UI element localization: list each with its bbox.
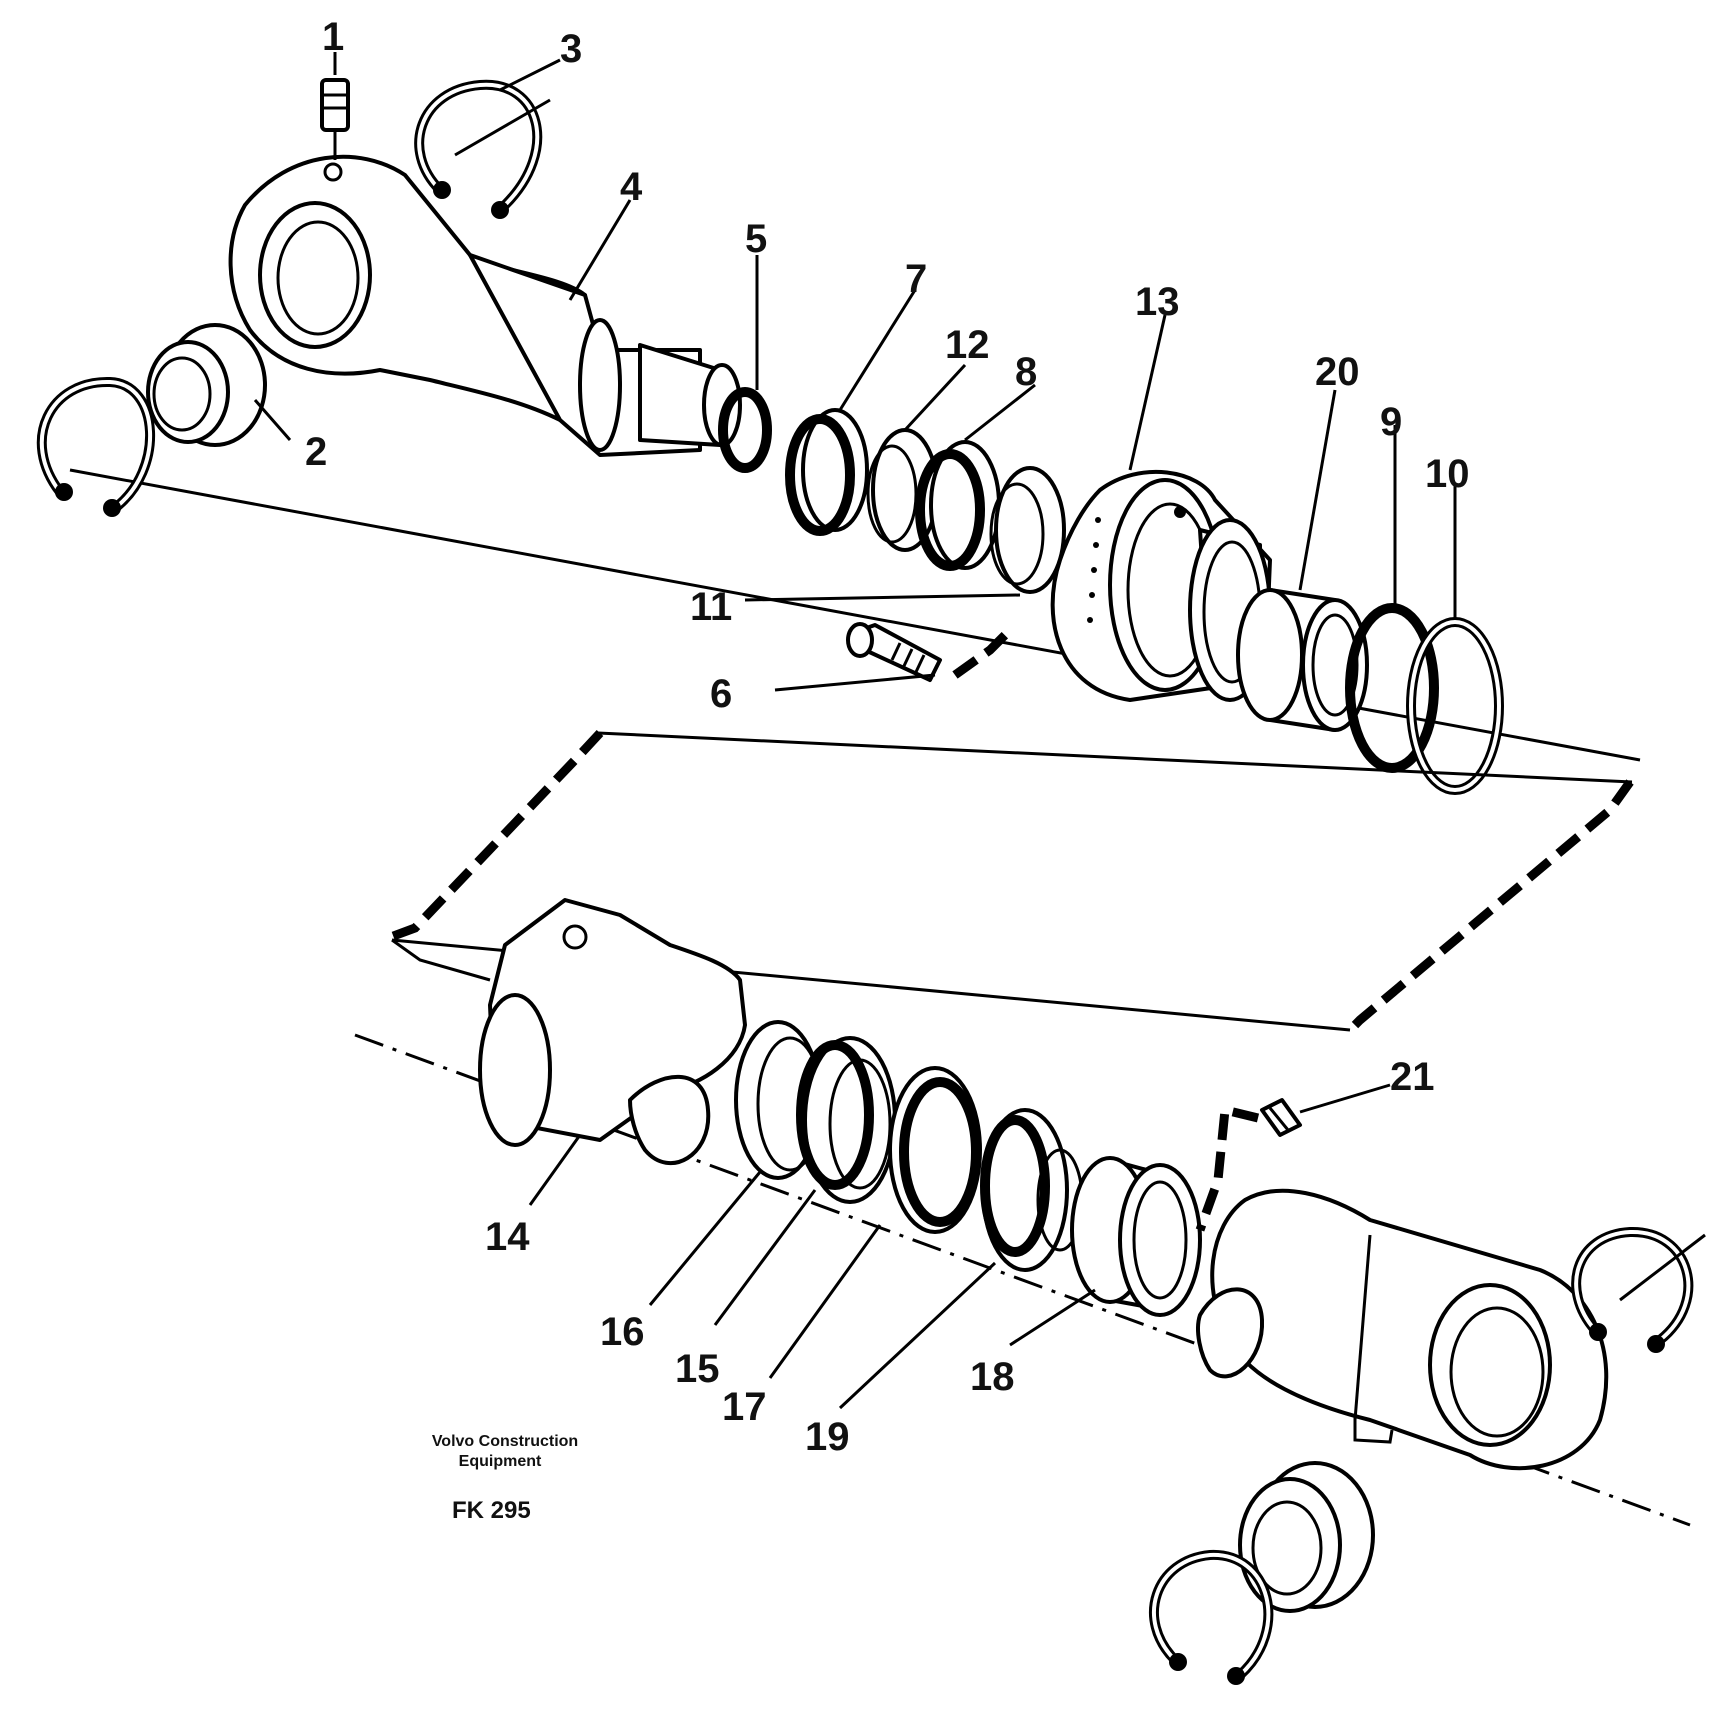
caption-line-2: Equipment [459, 1453, 542, 1470]
assembly-connector [386, 729, 1634, 1034]
retaining-ring-lower [1148, 1549, 1274, 1685]
o-ring-5 [718, 387, 772, 473]
callout-11: 11 [690, 585, 732, 629]
bushing-18 [1070, 1156, 1202, 1317]
callout-16: 16 [600, 1310, 645, 1354]
seal-9 [1345, 603, 1439, 773]
callout-10: 10 [1425, 452, 1470, 496]
cylinder-tube-eye [1196, 1188, 1609, 1471]
callout-3: 3 [560, 27, 582, 71]
callout-21: 21 [1390, 1055, 1435, 1099]
ring-11 [989, 466, 1066, 594]
piston-rod-eye [228, 154, 742, 457]
seal-8 [915, 440, 1001, 571]
connector-corner [391, 938, 491, 982]
callout-7: 7 [905, 257, 927, 301]
caption-line-1: Volvo Construction [432, 1433, 578, 1450]
figure-code: FK 295 [452, 1497, 531, 1524]
spherical-bearing-lower [1238, 1461, 1375, 1613]
callout-13: 13 [1135, 280, 1180, 324]
callout-18: 18 [970, 1355, 1015, 1399]
leader-lines [253, 52, 1457, 1410]
callout-8: 8 [1015, 350, 1037, 394]
callout-5: 5 [745, 217, 767, 261]
lower-assembly [354, 898, 1706, 1685]
callout-14: 14 [485, 1215, 530, 1259]
spherical-bearing [146, 323, 267, 447]
grease-nipple [320, 78, 350, 160]
seal-10 [1406, 617, 1504, 795]
retaining-ring-left [36, 376, 156, 517]
callout-4: 4 [620, 165, 643, 209]
callout-19: 19 [805, 1415, 850, 1459]
screw-6 [846, 622, 942, 682]
callout-1: 1 [322, 15, 344, 59]
callout-6: 6 [710, 672, 732, 716]
seal-15 [796, 1036, 897, 1204]
diagram-caption: Volvo Construction Equipment FK 295 [432, 1433, 578, 1524]
retaining-ring-3 [414, 79, 551, 219]
wiper-19 [980, 1108, 1084, 1272]
grease-nipple-21 [1260, 1098, 1302, 1137]
seal-17 [888, 1066, 982, 1234]
connector-line-top [597, 731, 1633, 784]
callout-2: 2 [305, 430, 327, 474]
callout-15: 15 [675, 1347, 720, 1391]
callout-9: 9 [1380, 400, 1402, 444]
retaining-ring-right-top [1571, 1226, 1706, 1353]
callout-12: 12 [945, 323, 990, 367]
callout-labels: 1 2 3 4 5 6 7 8 9 10 11 12 13 14 15 16 1… [305, 15, 1470, 1459]
cylinder-head [478, 898, 747, 1165]
upper-assembly [36, 78, 1641, 795]
callout-20: 20 [1315, 350, 1360, 394]
seal-7 [785, 408, 869, 536]
callout-17: 17 [722, 1385, 767, 1429]
